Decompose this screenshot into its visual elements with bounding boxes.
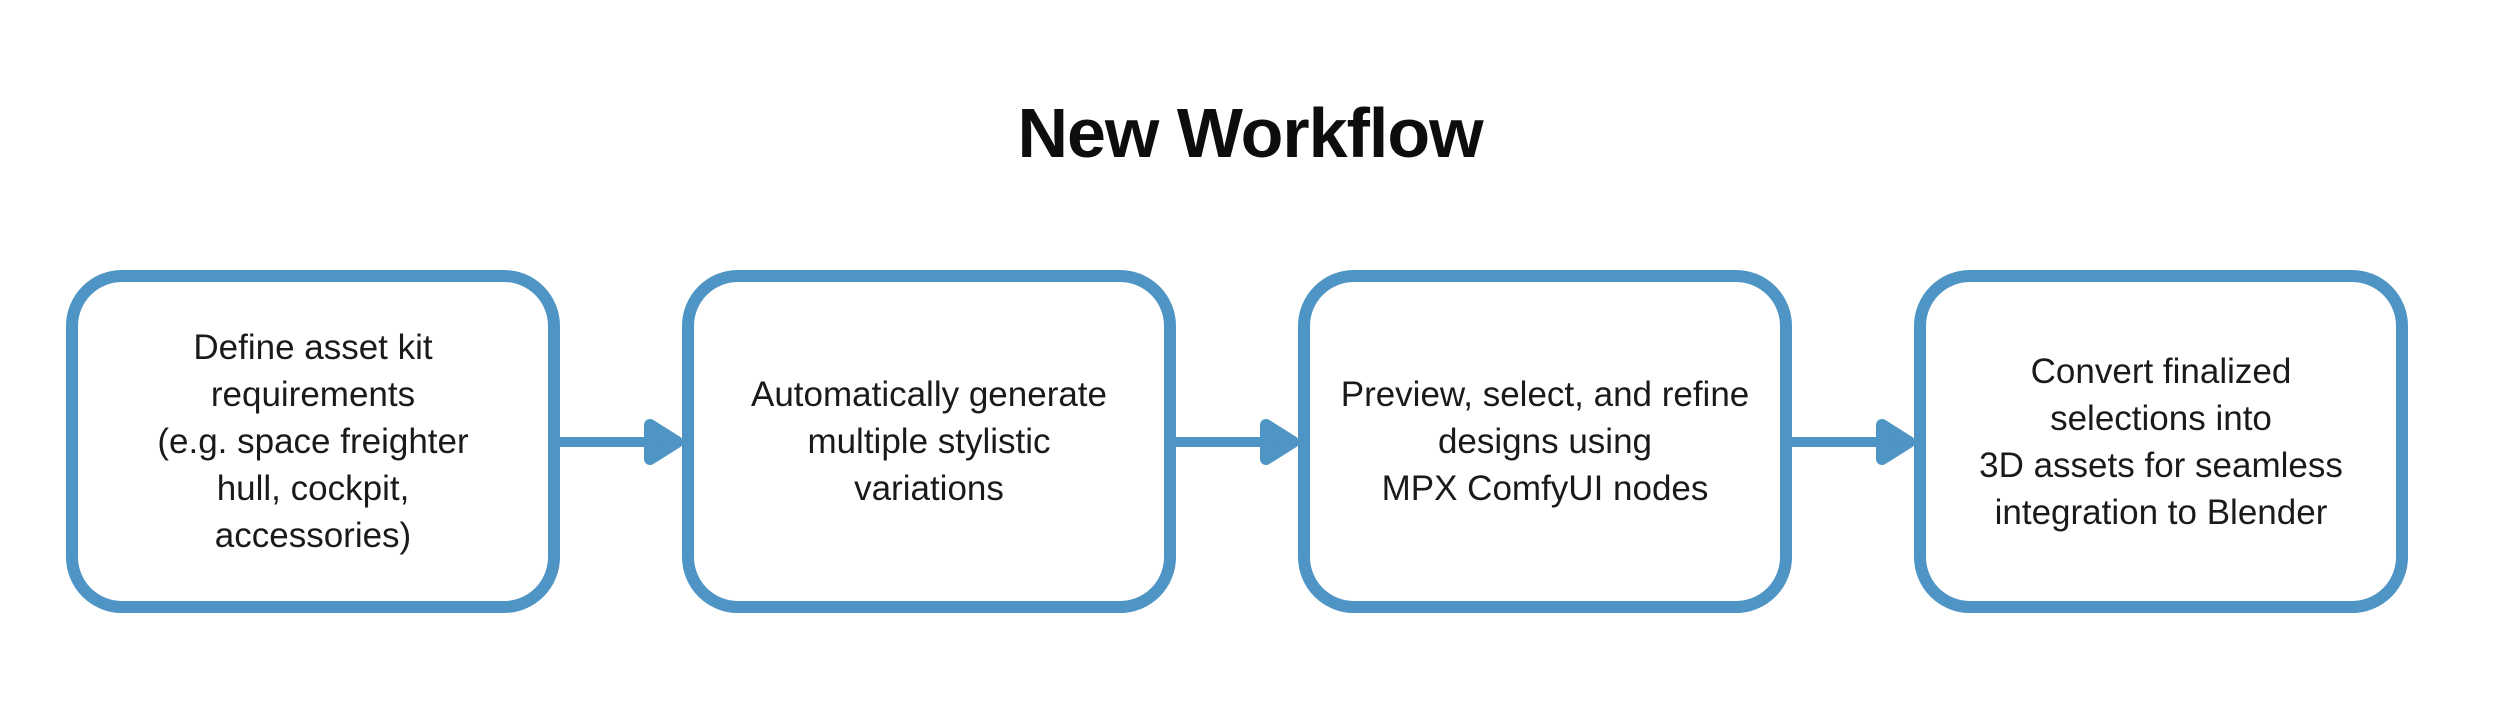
diagram-title: New Workflow bbox=[1017, 94, 1483, 172]
flow-connector-1 bbox=[560, 270, 683, 613]
flow-connector-3 bbox=[1792, 270, 1915, 613]
arrow-right-icon bbox=[560, 418, 683, 465]
flow-connector-2 bbox=[1176, 270, 1299, 613]
workflow-step-4-box: Convert finalized selections into 3D ass… bbox=[1914, 270, 2408, 613]
workflow-step-1-text: Define asset kit requirements (e.g. spac… bbox=[157, 328, 469, 555]
workflow-step-2-box: Automatically generate multiple stylisti… bbox=[682, 270, 1176, 613]
workflow-step-3-box: Preview, select, and refine designs usin… bbox=[1298, 270, 1792, 613]
workflow-steps-row: Define asset kit requirements (e.g. spac… bbox=[66, 270, 2408, 613]
workflow-step-4-text: Convert finalized selections into 3D ass… bbox=[1979, 351, 2343, 532]
arrow-right-icon bbox=[1792, 418, 1915, 465]
workflow-step-1-box: Define asset kit requirements (e.g. spac… bbox=[66, 270, 560, 613]
workflow-step-3-text: Preview, select, and refine designs usin… bbox=[1340, 375, 1750, 508]
workflow-step-2-text: Automatically generate multiple stylisti… bbox=[750, 375, 1108, 508]
arrow-right-icon bbox=[1176, 418, 1299, 465]
